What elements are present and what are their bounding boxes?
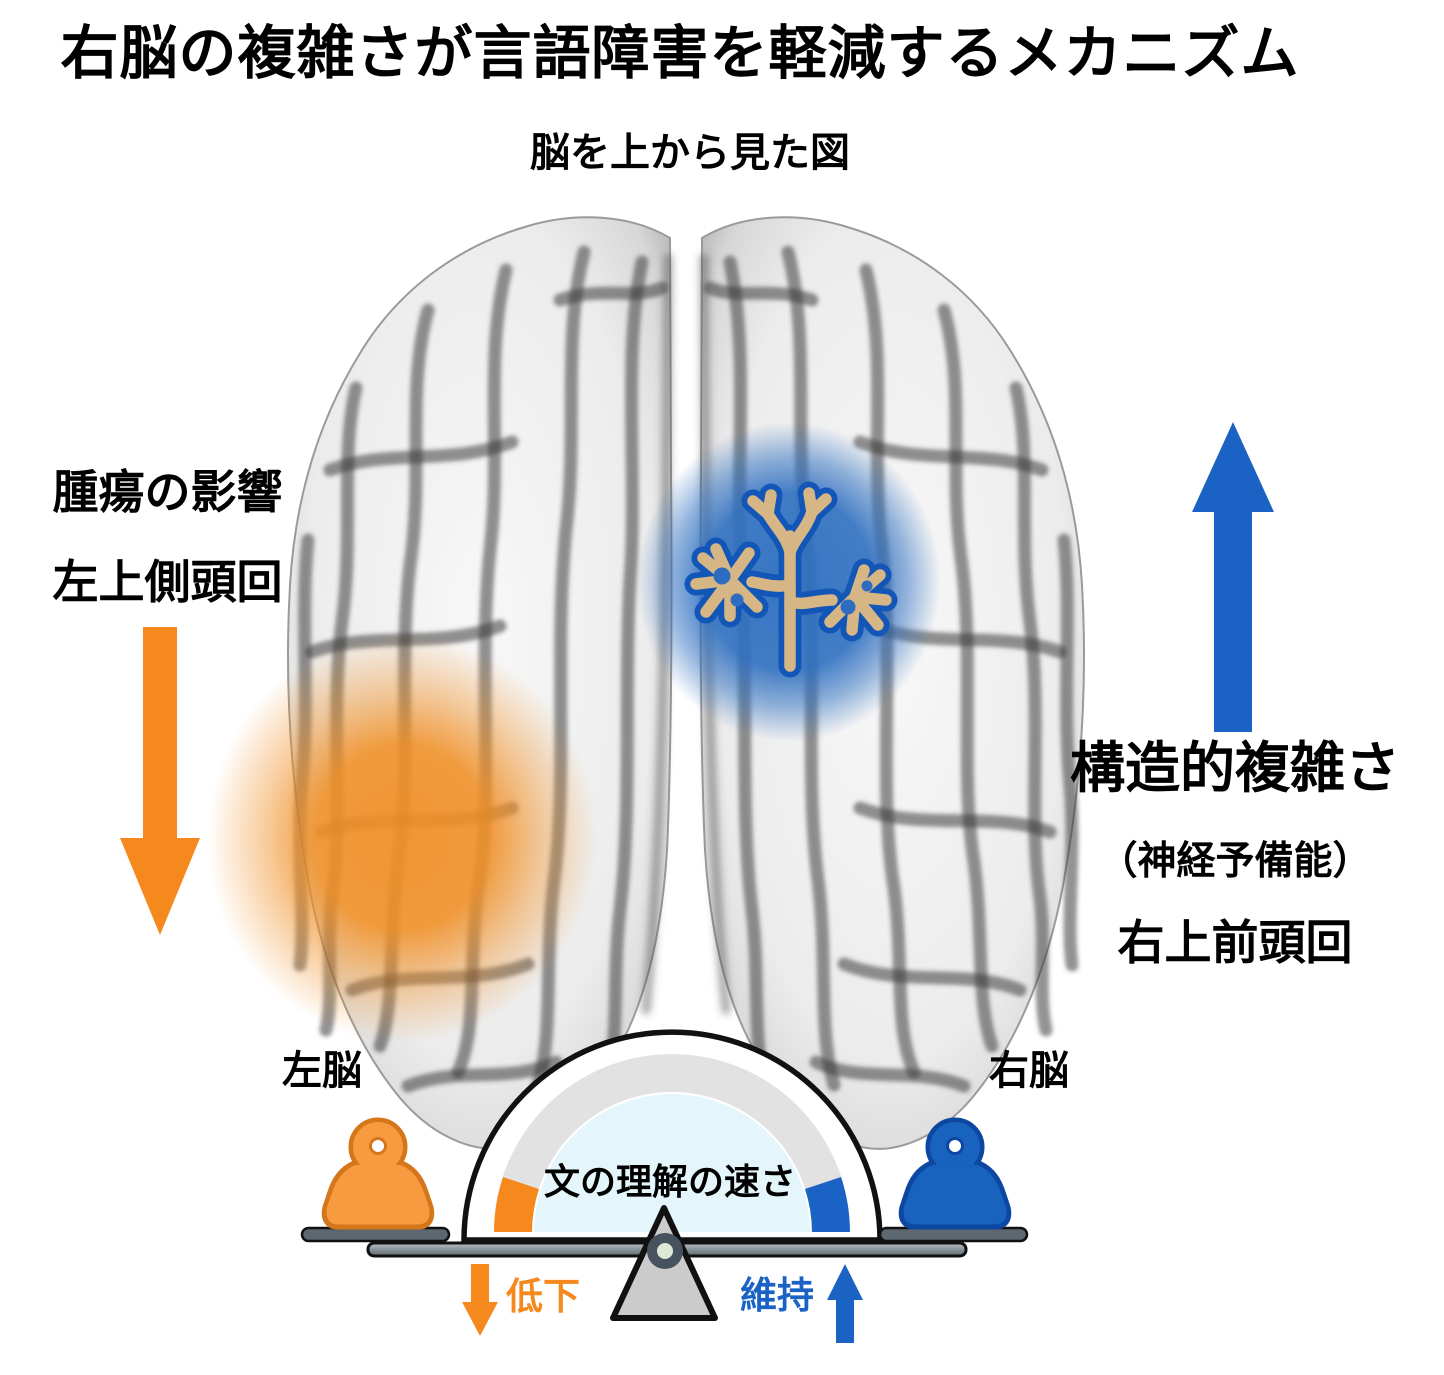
gauge-segment-orange xyxy=(494,1177,539,1232)
right-frontal-gyrus-label: 右上前頭回 xyxy=(1117,916,1353,969)
arrow-down-icon-small xyxy=(462,1264,498,1336)
gauge-band xyxy=(494,1054,850,1232)
weight-hole xyxy=(369,1137,387,1155)
tumor-effect-label: 腫瘍の影響 xyxy=(52,466,283,518)
weight-icon-left xyxy=(321,1117,435,1230)
decline-label: 低下 xyxy=(506,1276,580,1317)
neuron-dendrite-holes xyxy=(713,567,873,615)
neuron-icon xyxy=(684,481,898,678)
right-weight-platform xyxy=(878,1226,1029,1243)
page-title: 右脳の複雑さが言語障害を軽減するメカニズム xyxy=(60,21,1300,86)
arrow-up-icon xyxy=(1192,422,1274,732)
weight-icon-right xyxy=(898,1117,1012,1230)
pivot-point-inner xyxy=(657,1243,673,1259)
gauge-title: 文の理解の速さ xyxy=(543,1161,796,1202)
left-temporal-gyrus-label: 左上側頭回 xyxy=(52,556,283,608)
structural-complexity-label: 構造的複雑さ xyxy=(1069,737,1400,799)
neural-reserve-label: （神経予備能） xyxy=(1098,840,1372,883)
left-weight-platform xyxy=(300,1226,451,1243)
right-brain-label: 右脳 xyxy=(989,1049,1069,1093)
gauge-interior xyxy=(534,1094,810,1232)
weight-hole xyxy=(946,1137,964,1155)
arrow-down-icon xyxy=(120,627,200,935)
page-subtitle: 脳を上から見た図 xyxy=(530,131,850,175)
left-brain-label: 左脳 xyxy=(282,1049,362,1093)
tumor-region-glow xyxy=(207,633,597,1043)
gauge-segment-blue xyxy=(805,1177,850,1232)
arrow-up-icon-small xyxy=(827,1264,863,1343)
balance-scale-icon xyxy=(300,1029,1029,1343)
maintain-label: 維持 xyxy=(740,1275,814,1316)
